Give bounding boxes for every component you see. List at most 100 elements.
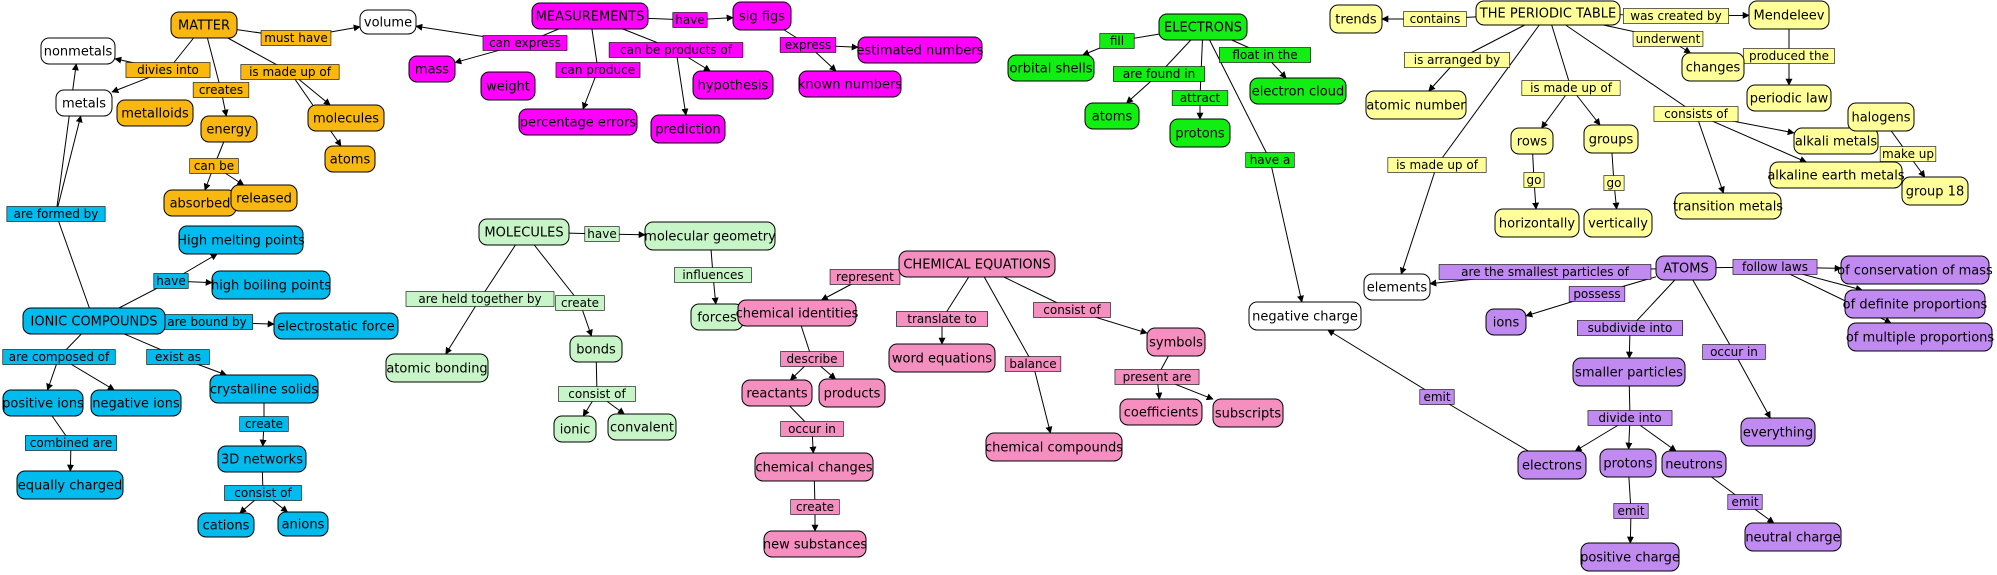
node-orbital[interactable]: orbital shells	[1007, 54, 1095, 82]
node-word-eq[interactable]: word equations	[888, 343, 996, 373]
node-rows[interactable]: rows	[1510, 127, 1554, 155]
node-trends[interactable]: trends	[1329, 4, 1383, 34]
node-forces[interactable]: forces	[690, 303, 744, 331]
node-atomic-number[interactable]: atomic number	[1365, 90, 1467, 120]
node-mult-prop[interactable]: of multiple proportions	[1846, 322, 1995, 352]
node-electrons-c[interactable]: ELECTRONS	[1158, 13, 1248, 41]
node-products[interactable]: products	[818, 378, 886, 408]
node-electrons-a[interactable]: electrons	[1517, 450, 1587, 480]
node-negative-ions[interactable]: negative ions	[90, 389, 182, 417]
edge-chem_eq-balance	[983, 276, 1034, 365]
node-periodic-law[interactable]: periodic law	[1746, 84, 1832, 112]
node-mass[interactable]: mass	[408, 55, 456, 83]
node-everything[interactable]: everything	[1740, 417, 1816, 447]
node-neutrons[interactable]: neutrons	[1661, 450, 1727, 478]
node-coefficients[interactable]: coefficients	[1119, 398, 1203, 426]
node-groups[interactable]: groups	[1583, 124, 1639, 154]
node-molecules-c[interactable]: MOLECULES	[478, 218, 570, 246]
node-chem-eq[interactable]: CHEMICAL EQUATIONS	[898, 250, 1056, 278]
node-periodic-table[interactable]: THE PERIODIC TABLE	[1475, 0, 1621, 26]
node-prediction[interactable]: prediction	[650, 114, 726, 144]
node-atoms-e[interactable]: atoms	[1084, 102, 1140, 130]
node-nonmetals[interactable]: nonmetals	[40, 37, 116, 65]
node-horizontally[interactable]: horizontally	[1494, 208, 1580, 238]
node-equally[interactable]: equally charged	[16, 470, 124, 500]
node-group18[interactable]: group 18	[1901, 176, 1969, 206]
node-sig-figs[interactable]: sig figs	[732, 1, 792, 31]
node-protons-e[interactable]: protons	[1169, 118, 1231, 148]
link-label-bg	[555, 62, 641, 78]
node-mendeleev[interactable]: Mendeleev	[1748, 0, 1830, 30]
node-matter[interactable]: MATTER	[170, 11, 238, 39]
node-energy[interactable]: energy	[200, 115, 258, 143]
link-label-text: occur in	[788, 422, 836, 436]
node-estimated[interactable]: estimated numbers	[856, 36, 984, 64]
node-metals[interactable]: metals	[55, 89, 113, 117]
node-cations[interactable]: cations	[197, 512, 255, 538]
node-ions[interactable]: ions	[1485, 308, 1527, 336]
node-smaller[interactable]: smaller particles	[1572, 357, 1686, 387]
node-def-prop[interactable]: of definite proportions	[1843, 289, 1988, 319]
node-label: alkali metals	[1795, 135, 1878, 150]
node-changes[interactable]: changes	[1681, 52, 1745, 82]
link-label-express: express	[779, 37, 837, 53]
node-molecules-m[interactable]: molecules	[307, 104, 385, 132]
node-chem-compounds[interactable]: chemical compounds	[985, 432, 1123, 462]
node-new-subst[interactable]: new substances	[763, 530, 867, 558]
node-cons-mass[interactable]: of conservation of mass	[1837, 255, 1993, 285]
node-box	[1363, 273, 1431, 301]
link-label-are-found-in: are found in	[1113, 66, 1205, 82]
link-label-bg	[1653, 106, 1739, 122]
node-reactants[interactable]: reactants	[741, 379, 813, 407]
node-atoms-c[interactable]: ATOMS	[1655, 255, 1717, 281]
node-metalloids[interactable]: metalloids	[116, 99, 194, 127]
node-vertically[interactable]: vertically	[1583, 208, 1653, 238]
node-positive-ions[interactable]: positive ions	[2, 389, 84, 417]
node-ionic[interactable]: IONIC COMPOUNDS	[22, 307, 166, 335]
node-absorbed[interactable]: absorbed	[163, 189, 237, 217]
node-ionic-b[interactable]: ionic	[553, 415, 597, 443]
node-bonds[interactable]: bonds	[569, 335, 623, 363]
node-halogens[interactable]: halogens	[1847, 102, 1915, 132]
node-elements[interactable]: elements	[1363, 273, 1431, 301]
node-subscripts[interactable]: subscripts	[1212, 398, 1284, 428]
node-anions[interactable]: anions	[277, 511, 329, 537]
node-box	[209, 374, 319, 404]
link-label-bg	[405, 291, 555, 307]
link-label-is-made-up-of-m: is made up of	[240, 64, 340, 80]
link-label-text: consist of	[234, 486, 292, 500]
node-convalent[interactable]: convalent	[607, 413, 677, 441]
link-label-text: influences	[682, 268, 743, 282]
node-weight[interactable]: weight	[480, 71, 536, 101]
node-released[interactable]: released	[230, 184, 298, 212]
node-symbols[interactable]: symbols	[1146, 327, 1206, 357]
node-alkaline[interactable]: alkaline earth metals	[1767, 161, 1905, 189]
node-pct-errors[interactable]: percentage errors	[518, 108, 638, 136]
node-hypothesis[interactable]: hypothesis	[692, 70, 774, 100]
node-measurements[interactable]: MEASUREMENTS	[531, 2, 649, 30]
node-protons-a[interactable]: protons	[1599, 448, 1657, 478]
node-label: High melting points	[177, 234, 305, 249]
node-mol-geometry[interactable]: molecular geometry	[644, 221, 776, 251]
link-label-text: have	[587, 227, 616, 241]
node-high-melting[interactable]: High melting points	[177, 225, 305, 255]
node-networks[interactable]: 3D networks	[217, 445, 307, 473]
node-volume[interactable]: volume	[359, 9, 417, 35]
node-negative-charge[interactable]: negative charge	[1248, 301, 1362, 331]
node-label: ions	[1493, 316, 1520, 331]
node-alkali[interactable]: alkali metals	[1793, 127, 1879, 155]
node-neutral-charge[interactable]: neutral charge	[1744, 522, 1842, 552]
node-chem-changes[interactable]: chemical changes	[754, 452, 874, 482]
node-transition[interactable]: transition metals	[1673, 192, 1783, 220]
node-positive-charge[interactable]: positive charge	[1580, 542, 1680, 572]
node-chem-identities[interactable]: chemical identities	[736, 299, 859, 327]
node-high-boiling[interactable]: high boiling points	[211, 270, 331, 300]
node-atoms-m[interactable]: atoms	[324, 145, 376, 173]
node-crystalline[interactable]: crystalline solids	[209, 374, 319, 404]
node-atomic-bonding[interactable]: atomic bonding	[385, 353, 489, 383]
node-known[interactable]: known numbers	[798, 70, 902, 98]
link-label-bg	[1219, 47, 1311, 63]
node-electrostatic[interactable]: electrostatic force	[273, 312, 399, 340]
node-label: high boiling points	[211, 279, 331, 294]
node-cloud[interactable]: electron cloud	[1249, 77, 1347, 105]
